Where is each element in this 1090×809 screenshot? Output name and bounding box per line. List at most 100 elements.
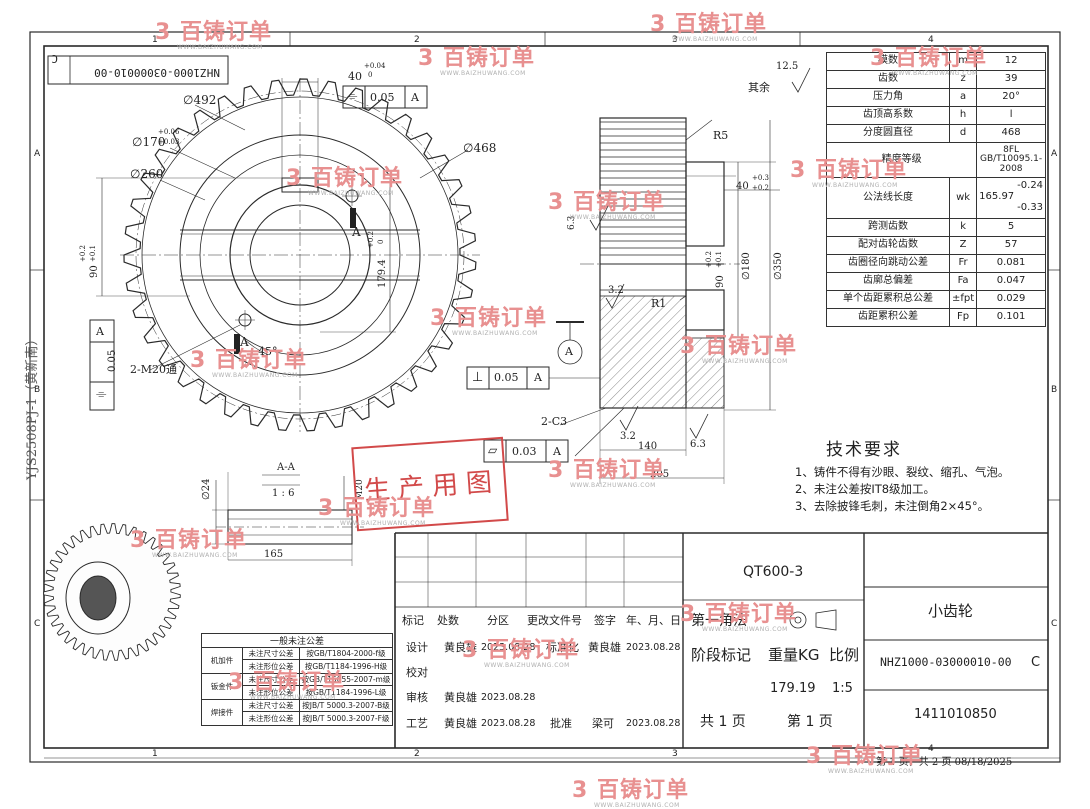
param-value: 0.047 — [976, 272, 1046, 291]
tb-approve-label: 批准 — [550, 717, 572, 730]
zone-bottom-2: 2 — [414, 749, 420, 759]
flat-tol-datum: A — [553, 445, 561, 458]
param-symbol: m — [948, 52, 978, 71]
param-name: 分度圆直径 — [826, 124, 950, 143]
tol-group: 机加件 — [201, 647, 243, 674]
sym-tol-value: 0.05 — [370, 91, 395, 104]
tol-label: 未注尺寸公差 — [242, 647, 300, 660]
tol-label: 未注尺寸公差 — [242, 673, 300, 686]
zone-side-b-right: B — [1051, 385, 1058, 395]
zone-top-2: 2 — [414, 35, 420, 45]
zone-top-1: 1 — [152, 35, 158, 45]
param-value: 0.029 — [976, 290, 1046, 309]
production-stamp: 生产用图 — [351, 436, 509, 532]
tol-standard: 按GB/T15055-2007-m级 — [299, 673, 393, 686]
param-symbol: Z — [948, 236, 978, 255]
tb-revision: C — [1031, 655, 1041, 670]
dim-d170: ∅170 — [132, 135, 166, 149]
wk-tol-dn: -0.33 — [1017, 202, 1044, 213]
general-tolerance-table: 一般未注公差 机加件未注尺寸公差按GB/T1804-2000-f级 未注形位公差… — [201, 633, 393, 726]
tech-item-2: 2、未注公差按IT8级加工。 — [795, 482, 936, 496]
tb-std-date: 2023.08.28 — [626, 642, 681, 653]
tb-hdr-sign: 签字 — [594, 614, 616, 627]
tol-standard: 按GB/T1804-2000-f级 — [299, 647, 393, 660]
tb-review-label: 审核 — [406, 691, 428, 704]
section-mark-a-bottom: A — [240, 335, 249, 349]
roughness-32-a: 3.2 — [608, 285, 624, 296]
tol-label: 未注形位公差 — [242, 659, 300, 674]
dim-len140: 140 — [638, 441, 658, 452]
tb-hdr-date: 年、月、日 — [626, 614, 681, 627]
param-symbol: k — [948, 218, 978, 237]
side-vertical-note: YJS2508PJ-1（黄新南） — [25, 332, 40, 480]
dim-d24: ∅24 — [201, 478, 212, 500]
param-name: 齿顶高系数 — [826, 106, 950, 125]
tol-label: 未注形位公差 — [242, 711, 300, 726]
dim-hub40: 40 — [736, 181, 749, 192]
param-symbol: z — [948, 70, 978, 89]
left-tol-datum: A — [96, 325, 104, 338]
tol-label: 未注形位公差 — [242, 685, 300, 700]
roughness-32-b: 3.2 — [620, 431, 636, 442]
roughness-63-b: 6.3 — [690, 439, 706, 450]
gear-side-section — [556, 67, 811, 484]
tb-hdr-zone: 分区 — [487, 614, 509, 627]
corner-letter: C — [51, 52, 58, 65]
dim-hub40-tol-up: +0.3 — [752, 174, 769, 182]
tb-hdr-change-doc: 更改文件号 — [527, 614, 582, 627]
wk-label: 公法线长度 — [826, 177, 950, 219]
tol-group: 钣金件 — [201, 673, 243, 700]
param-name: 齿廓总偏差 — [826, 272, 950, 291]
section-mark-a-top: A — [352, 225, 361, 239]
dim-thread: 2-M20通 — [130, 363, 177, 376]
tb-part-name: 小齿轮 — [928, 602, 974, 620]
tb-hdr-mark: 标记 — [402, 614, 424, 627]
tb-weight: 179.19 — [770, 681, 816, 696]
dim-d492: ∅492 — [183, 93, 217, 107]
param-symbol: a — [948, 88, 978, 107]
param-symbol: Fr — [948, 254, 978, 273]
dim-hub40-tol-dn: +0.2 — [752, 184, 769, 192]
precision-value: 8FL GB/T10095.1-2008 — [976, 142, 1046, 178]
sym-tol-symbol: ⌯ — [347, 89, 358, 104]
flat-tol-symbol: ▱ — [488, 443, 498, 457]
dim-d468: ∅468 — [463, 141, 497, 155]
dim-v90-tol-up: +0.2 — [705, 251, 713, 268]
tb-design-name: 黄良雄 — [444, 641, 477, 654]
perp-tol-symbol: ⊥ — [472, 370, 484, 385]
param-name: 单个齿距累积总公差 — [826, 290, 950, 309]
dim-h179-tol-up: +0.2 — [367, 231, 375, 248]
param-value: 39 — [976, 70, 1046, 89]
precision-label: 精度等级 — [825, 142, 978, 178]
tech-title: 技术要求 — [826, 440, 902, 460]
footer-page-info: 第 1 页，共 2 页 08/18/2025 — [876, 757, 1013, 768]
dim-h179: 179.4 — [377, 259, 388, 288]
param-value: 0.081 — [976, 254, 1046, 273]
zone-bottom-3: 3 — [672, 749, 678, 759]
param-symbol: d — [948, 124, 978, 143]
param-name: 跨测齿数 — [826, 218, 950, 237]
wk-base: 165.97 — [979, 191, 1015, 202]
perp-tol-datum: A — [534, 371, 542, 384]
tb-design-label: 设计 — [406, 641, 428, 654]
rotated-drawing-number: NHZ1000-03000010-00 — [94, 66, 220, 79]
tb-projection: 第一角法 — [691, 613, 747, 629]
wk-value: 165.97 -0.24 -0.33 — [976, 177, 1046, 219]
inner-frame — [43, 45, 1049, 749]
dim-d350: ∅350 — [773, 252, 784, 280]
dim-d180: ∅180 — [741, 252, 752, 280]
dim-d170-tol-dn: +0.03 — [158, 138, 180, 146]
dim-d260: ∅260 — [130, 167, 164, 181]
tb-process-label: 工艺 — [406, 717, 428, 730]
tol-label: 未注尺寸公差 — [242, 699, 300, 712]
section-aa-title: A-A — [277, 462, 295, 473]
tol-standard: 按GB/T1184-1996-L级 — [299, 685, 393, 700]
general-tol-title: 一般未注公差 — [201, 633, 393, 648]
tb-page-no: 第 1 页 — [787, 714, 833, 730]
param-name: 配对齿轮齿数 — [826, 236, 950, 255]
tol-standard: 按JB/T 5000.3-2007-B级 — [299, 699, 393, 712]
